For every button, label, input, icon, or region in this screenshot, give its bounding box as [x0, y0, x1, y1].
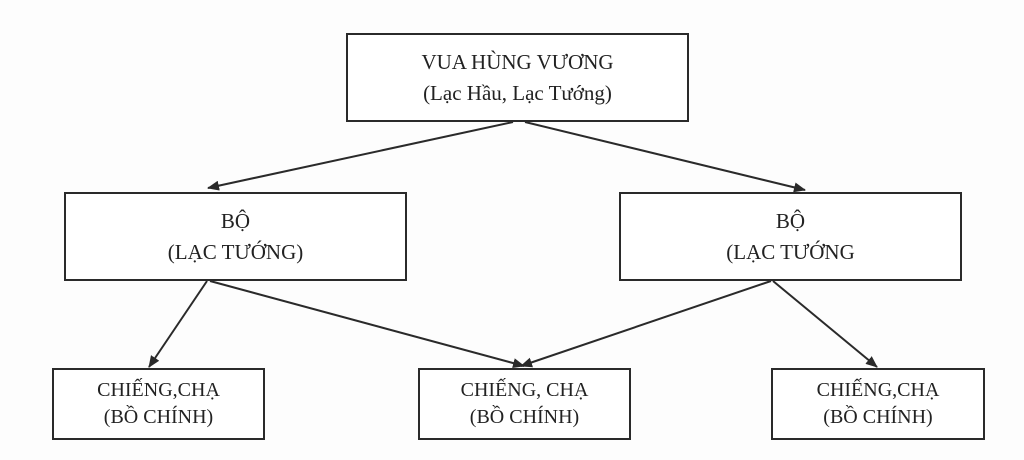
arrow-right-to-b2 — [520, 280, 772, 368]
node-title: CHIẾNG, CHẠ — [460, 379, 589, 401]
node-chieng-cha-1: CHIẾNG,CHẠ (BỒ CHÍNH) — [52, 368, 265, 440]
node-bo-right: BỘ (LẠC TƯỚNG — [619, 192, 962, 281]
node-subtitle: (BỒ CHÍNH) — [103, 406, 214, 428]
arrow-top-to-right — [524, 121, 806, 193]
node-subtitle: (LẠC TƯỚNG) — [167, 239, 304, 264]
node-title: BỘ — [775, 209, 806, 234]
node-title: VUA HÙNG VƯƠNG — [421, 50, 614, 75]
node-subtitle: (Lạc Hầu, Lạc Tướng) — [423, 80, 612, 105]
node-title: CHIẾNG,CHẠ — [97, 379, 220, 401]
node-subtitle: (BỒ CHÍNH) — [823, 406, 933, 428]
node-subtitle: (BỒ CHÍNH) — [469, 406, 580, 428]
arrow-left-to-b1 — [148, 280, 208, 368]
node-subtitle: (LẠC TƯỚNG — [726, 239, 855, 264]
node-chieng-cha-3: CHIẾNG,CHẠ (BỒ CHÍNH) — [771, 368, 985, 440]
arrow-right-to-b3 — [772, 280, 878, 368]
node-chieng-cha-2: CHIẾNG, CHẠ (BỒ CHÍNH) — [418, 368, 631, 440]
node-bo-left: BỘ (LẠC TƯỚNG) — [64, 192, 407, 281]
node-vua-hung-vuong: VUA HÙNG VƯƠNG (Lạc Hầu, Lạc Tướng) — [346, 33, 689, 122]
node-title: CHIẾNG,CHẠ — [816, 379, 940, 401]
arrow-left-to-b2 — [209, 280, 525, 368]
arrow-top-to-left — [207, 121, 514, 191]
node-title: BỘ — [220, 209, 251, 234]
